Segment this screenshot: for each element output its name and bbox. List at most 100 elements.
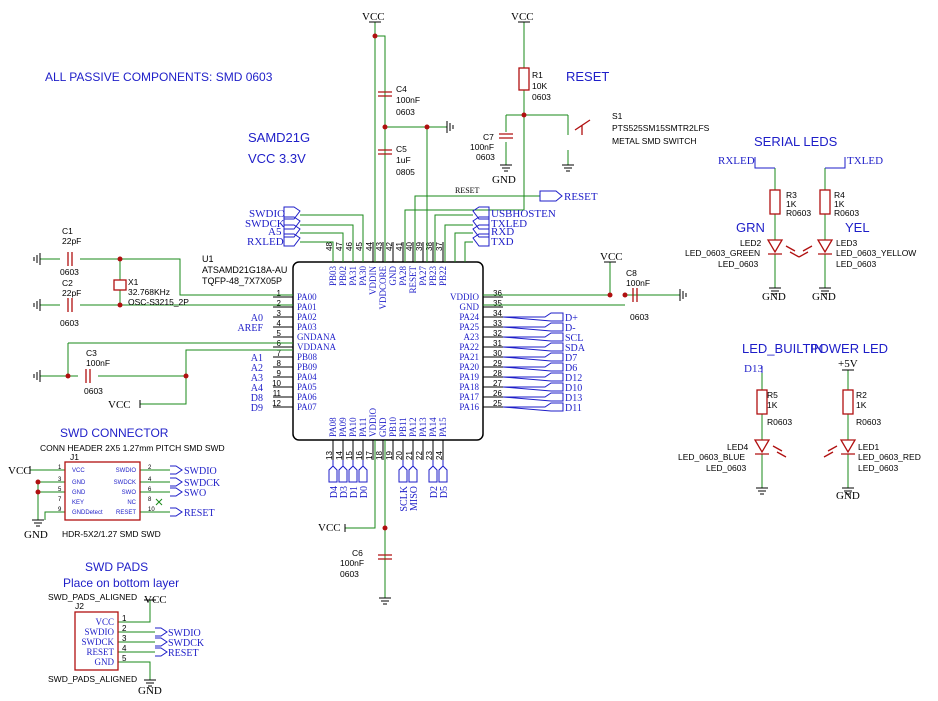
j1-pin-name-2: SWDIO [116, 468, 137, 474]
led3-part: LED_0603_YELLOW [836, 248, 916, 258]
mcu-net-d12: D12 [565, 373, 582, 384]
mcu-net-dplus: D+ [565, 313, 578, 324]
mcu-pin-num-17: 17 [365, 451, 374, 460]
mcu-pin-num-25: 25 [493, 399, 502, 408]
c1-pkg: 0603 [60, 267, 79, 277]
led2-pkg: LED_0603 [718, 259, 758, 269]
s1-desc: METAL SMD SWITCH [612, 136, 697, 146]
mcu-pin-name-39: PA27 [418, 266, 428, 286]
mcu-pin-name-40: RESET [408, 266, 418, 294]
mcu-pin-name-38: PB23 [428, 266, 438, 287]
j1-pin-num-1: 1 [58, 465, 62, 471]
mcu-pin-name-30: PA21 [459, 352, 479, 362]
mcu-vcc-note: VCC 3.3V [248, 151, 306, 166]
mcu-pin-name-25: PA16 [459, 402, 479, 412]
mcu-pin-name-13: PA08 [328, 417, 338, 437]
mcu-ref: U1 [202, 254, 214, 264]
vcc-j2: VCC [144, 594, 167, 606]
gnd-led1: GND [836, 490, 860, 502]
mcu-pin-name-19: PB10 [388, 416, 398, 437]
mcu-pin-num-41: 41 [395, 242, 404, 251]
c6-value: 100nF [340, 558, 364, 568]
mcu-pin-name-41: PA28 [398, 266, 408, 286]
mcu-pin-num-30: 30 [493, 349, 502, 358]
mcu-pin-num-20: 20 [395, 451, 404, 460]
mcu-pin-num-43: 43 [375, 242, 384, 251]
led4-net: D13 [744, 363, 763, 375]
net-reset-flag: RESET [564, 191, 598, 203]
led3-ref: LED3 [836, 238, 858, 248]
led4-ref: LED4 [727, 442, 749, 452]
mcu-net-d6: D6 [565, 363, 577, 374]
mcu-pin-num-40: 40 [405, 242, 414, 251]
j1-pin-num-6: 6 [148, 487, 152, 493]
net-usbhosten: USBHOSTEN [491, 208, 556, 220]
mcu-pin-num-23: 23 [425, 451, 434, 460]
led3-net: TXLED [847, 155, 883, 167]
vcc-bottom: VCC [318, 522, 341, 534]
led-builtin-title: LED_BUILTIN [742, 341, 823, 356]
mcu-pin-num-10: 10 [272, 379, 281, 388]
gnd-led3: GND [812, 291, 836, 303]
j2-pin-num-5: 5 [122, 654, 127, 663]
j2-label-top: SWD_PADS_ALIGNED [48, 592, 137, 602]
reset-title: RESET [566, 69, 609, 84]
mcu-pin-name-36: VDDIO [450, 292, 479, 302]
mcu-net-flag-14 [338, 460, 348, 483]
swd-connector-desc: CONN HEADER 2X5 1.27mm PITCH SMD SWD [40, 443, 225, 453]
mcu-pin-name-8: PB09 [297, 362, 318, 372]
j1-pin-num-7: 7 [58, 497, 62, 503]
mcu-pin-name-48: PB03 [328, 266, 338, 287]
mcu-title: SAMD21G [248, 130, 310, 145]
passives [64, 67, 857, 671]
net-rxled: RXLED [247, 236, 284, 248]
r3-ref: R3 [786, 190, 797, 200]
mcu-pin-name-33: PA25 [459, 322, 479, 332]
grn-label: GRN [736, 220, 765, 235]
mcu-pin-num-22: 22 [415, 451, 424, 460]
mcu-net-flag-32 [502, 332, 564, 342]
j1-ref: J1 [70, 452, 79, 462]
s1-ref: S1 [612, 111, 623, 121]
r3-pkg: R0603 [786, 208, 811, 218]
c2-pkg: 0603 [60, 318, 79, 328]
mcu-net-flag-16 [358, 460, 368, 483]
mcu-net-a1: A1 [251, 353, 263, 364]
mcu-pin-name-15: PA10 [348, 417, 358, 437]
mcu-pin-name-35: GND [460, 302, 480, 312]
mcu-pin-num-11: 11 [273, 389, 282, 398]
led1-ref: LED1 [858, 442, 880, 452]
j1-net-swdio: SWDIO [184, 466, 217, 477]
r4-pkg: R0603 [834, 208, 859, 218]
j2-net-swdio: SWDIO [168, 628, 201, 639]
mcu-pin-num-36: 36 [493, 289, 502, 298]
mcu-pin-num-38: 38 [425, 242, 434, 251]
mcu-net-d1: D1 [349, 486, 360, 498]
mcu-pin-num-33: 33 [493, 319, 502, 328]
j2-pin-num-4: 4 [122, 644, 127, 653]
j2-pin-name-3: SWDCK [81, 637, 114, 647]
passives-note: ALL PASSIVE COMPONENTS: SMD 0603 [45, 70, 273, 84]
j1-pin-num-2: 2 [148, 465, 152, 471]
mcu-net-d4: D4 [329, 486, 340, 498]
mcu-pin-num-4: 4 [277, 319, 282, 328]
j2-pin-name-4: RESET [86, 647, 114, 657]
led1-pkg: LED_0603 [858, 463, 898, 473]
mcu-net-flag-23 [428, 460, 438, 483]
r1-value: 10K [532, 81, 547, 91]
net-txled: TXLED [491, 218, 527, 230]
swd-pads-subtitle: Place on bottom layer [63, 576, 179, 590]
j2-ref: J2 [75, 601, 84, 611]
net-reset-wire: RESET [455, 186, 480, 195]
mcu-pin-name-4: PA03 [297, 322, 317, 332]
j2-net-swdck: SWDCK [168, 638, 205, 649]
mcu-net-flag-26 [502, 392, 564, 402]
mcu-pin-name-17: VDDIO [368, 408, 378, 437]
swd-connector-title: SWD CONNECTOR [60, 426, 169, 440]
mcu-pin-name-18: GND [378, 417, 388, 437]
mcu-pin-name-16: PA11 [358, 418, 368, 437]
j1-footprint: HDR-5X2/1.27 SMD SWD [62, 529, 161, 539]
c2-value: 22pF [62, 288, 81, 298]
mcu-net-d7: D7 [565, 353, 577, 364]
